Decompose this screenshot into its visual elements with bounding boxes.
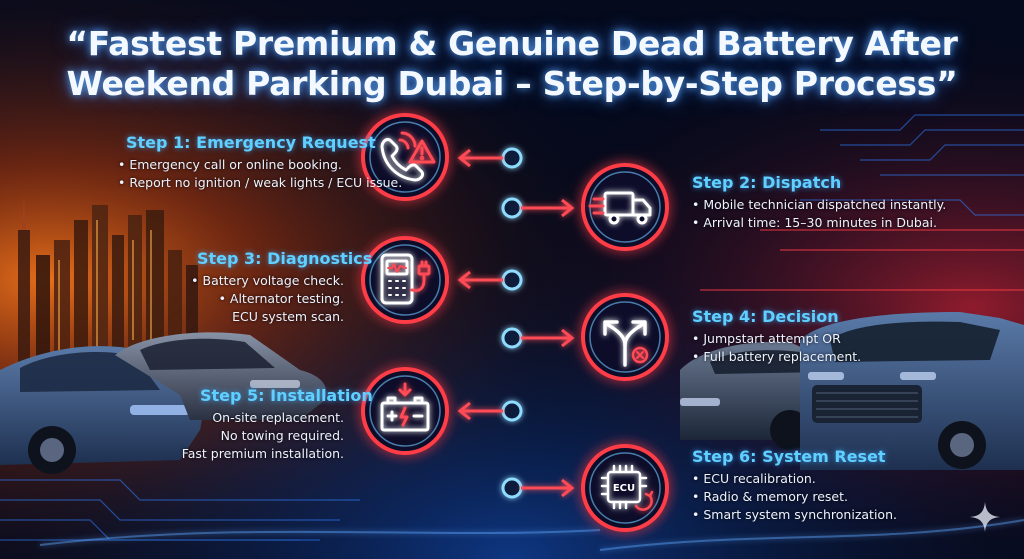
step-1-heading: Step 1: Emergency Request [126,133,376,152]
ecu-chip-icon [600,464,654,511]
step-2-heading: Step 2: Dispatch [692,173,842,192]
step-3-bullet: ECU system scan. [232,309,344,324]
phone-alert-icon [380,131,436,182]
step-3-heading: Step 3: Diagnostics [197,249,373,268]
step-2-bullet: • Mobile technician dispatched instantly… [692,197,947,212]
timeline-nodes [501,147,523,499]
sparkle-icon [970,502,1000,532]
step-5-bullet: Fast premium installation. [181,446,344,461]
page-title-line-1: “Fastest Premium & Genuine Dead Battery … [66,24,958,63]
step-6-bullet: • Radio & memory reset. [692,489,848,504]
battery-icon [380,382,430,432]
step-1-bullet: • Emergency call or online booking. [118,157,342,172]
truck-icon [588,191,652,225]
diagnostic-device-icon [380,253,431,305]
step-5-heading: Step 5: Installation [200,386,373,405]
step-1-bullet: • Report no ignition / weak lights / ECU… [118,175,403,190]
step-4-heading: Step 4: Decision [692,307,839,326]
step-4-bullet: • Full battery replacement. [692,349,862,364]
step-6-bullet: • ECU recalibration. [692,471,816,486]
step-3-bullet: • Battery voltage check. [191,273,344,288]
step-2-bullets: • Mobile technician dispatched instantly… [692,196,946,232]
step-3-bullet: • Alternator testing. [218,291,344,306]
step-4-bullet: • Jumpstart attempt OR [692,331,841,346]
step-3-bullets: • Battery voltage check. • Alternator te… [191,272,344,326]
step-6-bullets: • ECU recalibration. • Radio & memory re… [692,470,897,524]
ecu-chip-label: ECU [613,483,635,494]
page-title-line-2: Weekend Parking Dubai – Step-by-Step Pro… [66,64,958,103]
step-6-bullet: • Smart system synchronization. [692,507,897,522]
step-6-heading: Step 6: System Reset [692,447,886,466]
fork-arrow-icon [603,320,649,367]
step-5-bullet: No towing required. [220,428,344,443]
step-2-bullet: • Arrival time: 15–30 minutes in Dubai. [692,215,937,230]
step-5-bullet: On-site replacement. [212,410,344,425]
step-4-bullets: • Jumpstart attempt OR • Full battery re… [692,330,861,366]
step-1-bullets: • Emergency call or online booking. • Re… [118,156,402,192]
step-5-bullets: On-site replacement. No towing required.… [182,409,344,463]
